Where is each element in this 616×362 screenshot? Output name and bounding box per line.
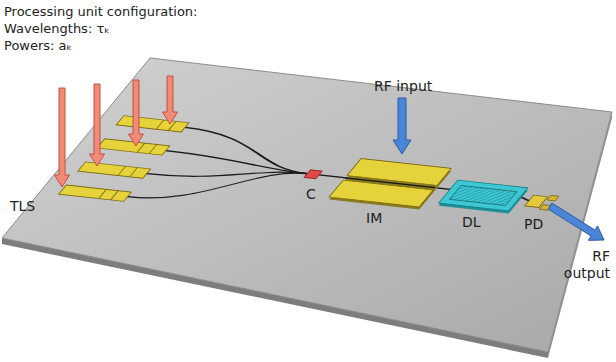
waveguide	[160, 151, 313, 174]
part-label: C	[306, 186, 316, 203]
laser-array	[59, 116, 189, 202]
modulator	[327, 159, 453, 210]
part-label: PD	[524, 216, 543, 233]
signal-arrow	[393, 98, 411, 154]
caption-text: Powers: aₖ	[4, 38, 72, 54]
control-arrow	[163, 76, 178, 124]
caption-text: Processing unit configuration:	[4, 4, 197, 20]
substrate	[2, 58, 612, 352]
control-arrow	[129, 80, 144, 146]
part-label: IM	[366, 210, 382, 227]
port-label: RF input	[374, 78, 432, 95]
coupler	[304, 170, 322, 179]
control-arrow	[90, 84, 105, 166]
signal-arrow	[548, 203, 604, 240]
waveguide	[127, 157, 307, 212]
caption-text: Wavelengths: τₖ	[4, 21, 110, 37]
control-arrow	[55, 88, 70, 187]
part-label: DL	[462, 214, 481, 231]
port-label: RF output	[552, 248, 610, 282]
part-label: TLS	[10, 198, 35, 215]
waveguide	[160, 127, 332, 173]
delay-line	[437, 180, 530, 213]
